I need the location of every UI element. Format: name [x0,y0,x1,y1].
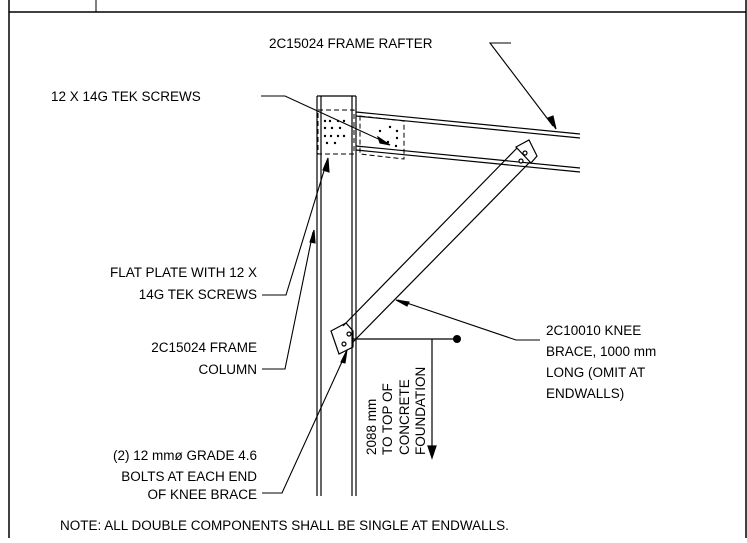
knee-brace [330,139,538,355]
label-tek-screws: 12 X 14G TEK SCREWS [51,89,201,104]
label-flat-plate-line2: 14G TEK SCREWS [139,287,257,302]
label-frame-column-line2: COLUMN [198,362,257,377]
tek-screw-pattern [323,119,399,148]
label-knee-brace-line2: BRACE, 1000 mm [546,344,656,359]
label-bolts-line3: OF KNEE BRACE [147,487,257,502]
label-frame-column-line1: 2C15024 FRAME [151,340,257,355]
label-bolts-line1: (2) 12 mmø GRADE 4.6 [113,448,257,463]
dimension-line [353,338,456,460]
dimension-text-line3: CONCRETE [397,379,412,455]
label-bolts-line2: BOLTS AT EACH END [121,469,257,484]
frame-column [316,95,357,496]
label-knee-brace-line3: LONG (OMIT AT [546,365,645,380]
frame-rafter [355,111,581,173]
callout-labels: 2C15024 FRAME RAFTER 12 X 14G TEK SCREWS… [51,36,656,502]
dimension-text: 2088 mm TO TOP OF CONCRETE FOUNDATION [364,367,428,455]
endwall-note: NOTE: ALL DOUBLE COMPONENTS SHALL BE SIN… [60,518,509,533]
label-knee-brace-line4: ENDWALLS) [546,386,624,401]
label-knee-brace-line1: 2C10010 KNEE [546,323,641,338]
label-frame-rafter: 2C15024 FRAME RAFTER [269,36,433,51]
dimension-origin-dot [453,335,461,343]
flat-plate [317,109,405,160]
dimension-text-line2: TO TOP OF [380,383,395,455]
sheet-border [8,0,747,538]
dimension-text-line1: 2088 mm [364,399,379,455]
dimension-text-line4: FOUNDATION [413,367,428,455]
leader-lines [261,42,557,494]
label-flat-plate-line1: FLAT PLATE WITH 12 X [110,265,257,280]
